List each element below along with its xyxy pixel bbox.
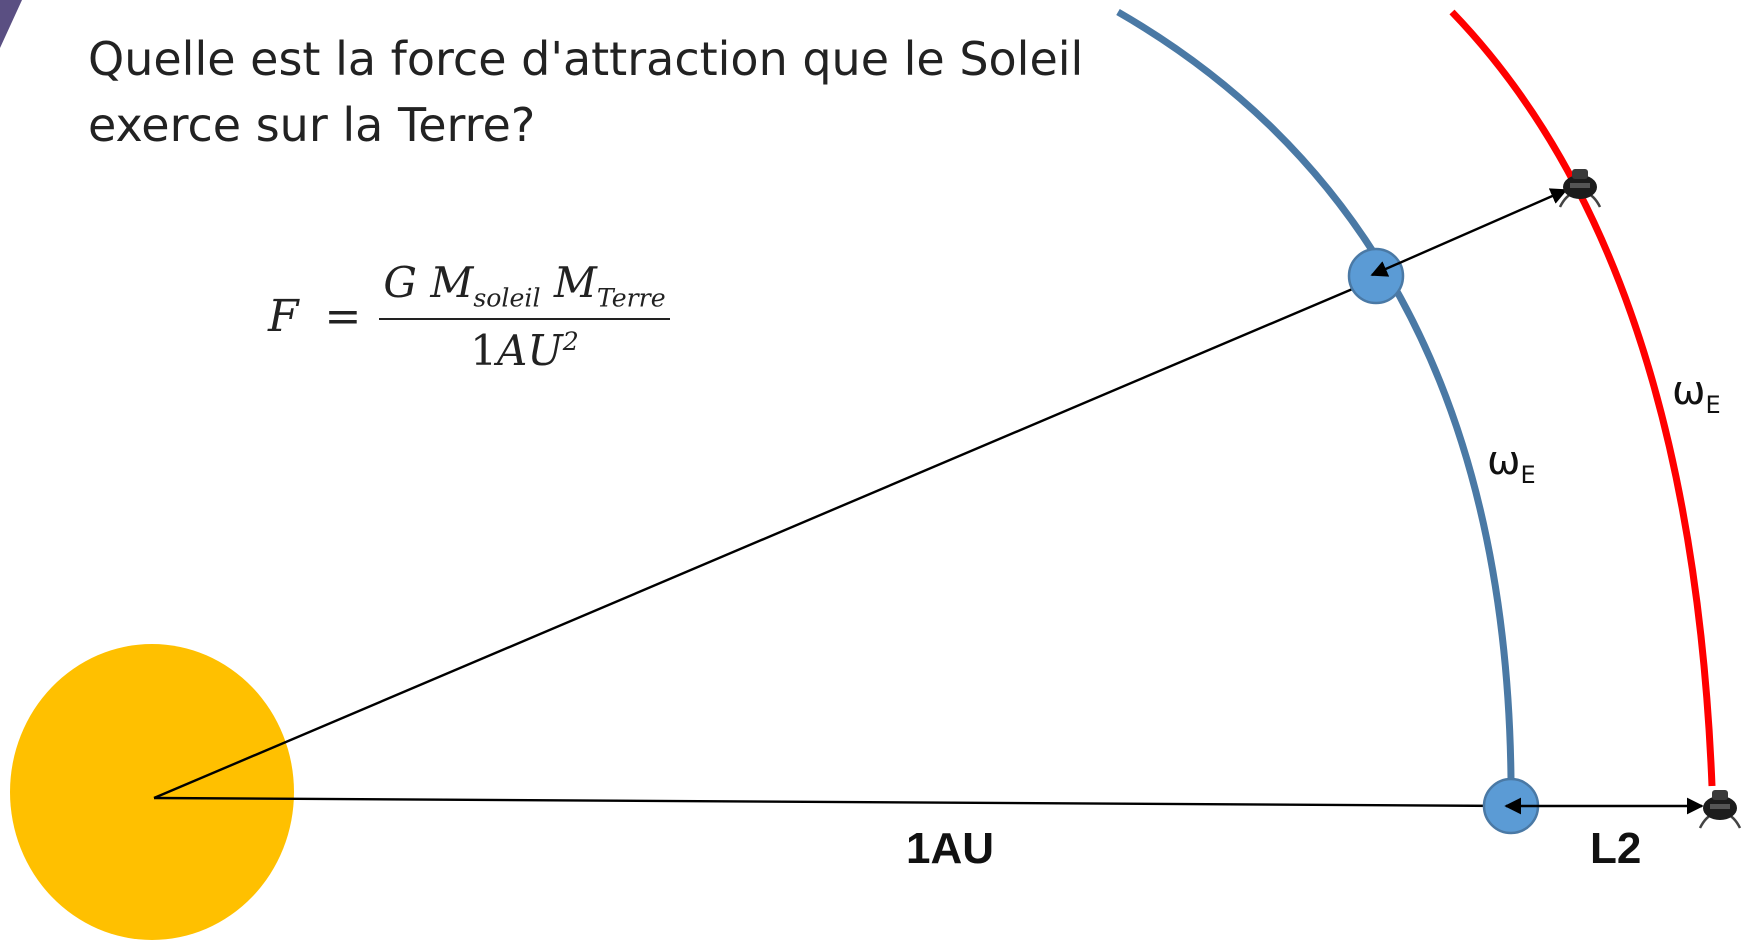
formula-den-exp: 2	[562, 327, 579, 357]
line-sun-to-earth-lower	[153, 796, 1512, 808]
formula-sub-soleil: soleil	[473, 283, 541, 313]
label-omega-l2-orbit: ωE	[1672, 368, 1721, 419]
fraction-bar	[379, 318, 670, 321]
label-1au: 1AU	[906, 824, 995, 873]
corner-decoration	[0, 0, 22, 48]
formula-numerator: G Msoleil MTerre	[379, 258, 669, 318]
formula-den-one: 1	[470, 326, 497, 376]
formula-fraction: G Msoleil MTerre 1AU2	[379, 258, 670, 375]
sun-circle	[10, 644, 294, 940]
formula-den-au: AU	[497, 326, 563, 376]
formula-equals: =	[324, 291, 362, 343]
formula-m-soleil: Msoleil	[430, 258, 541, 313]
formula-m-terre: MTerre	[553, 258, 666, 313]
question-text: Quelle est la force d'attraction que le …	[88, 32, 1084, 152]
omega-subscript: E	[1705, 391, 1721, 419]
formula-lhs: F	[268, 291, 299, 343]
label-l2: L2	[1590, 824, 1642, 873]
label-omega-earth-orbit: ωE	[1487, 438, 1536, 489]
formula-denominator: 1AU2	[470, 320, 579, 375]
earth-upper	[1347, 247, 1405, 305]
omega-subscript: E	[1520, 461, 1536, 489]
arrow-earth-l2-upper	[1370, 188, 1568, 277]
line-sun-to-earth-upper	[153, 277, 1377, 800]
l2-orbit-arc	[1449, 9, 1716, 787]
formula-g: G	[383, 258, 417, 307]
satellite-icon	[1698, 788, 1742, 830]
formula-sub-terre: Terre	[596, 283, 666, 313]
gravity-formula: F = G Msoleil MTerre 1AU2	[268, 258, 670, 375]
earth-orbit-arc	[1116, 8, 1515, 780]
